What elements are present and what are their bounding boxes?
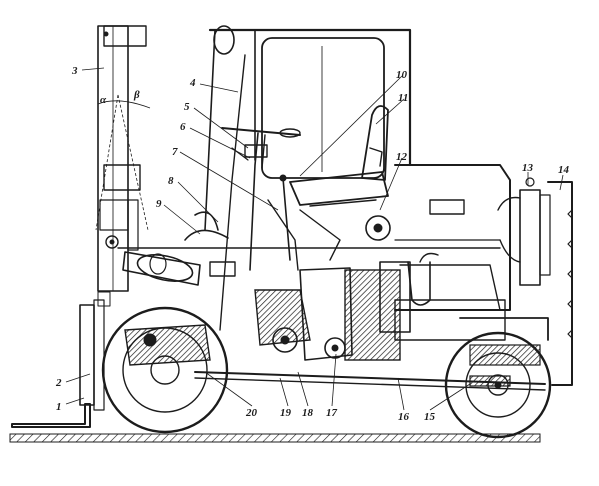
tilt-cylinder — [122, 251, 201, 286]
callout-2: 2 — [55, 377, 62, 389]
cab — [204, 25, 412, 331]
callout-11: 11 — [398, 92, 408, 104]
callout-13: 13 — [522, 162, 534, 174]
fork — [11, 291, 111, 428]
engine — [344, 252, 506, 361]
callout-20: 20 — [245, 407, 258, 419]
callout-17: 17 — [326, 407, 338, 419]
callout-5: 5 — [184, 101, 190, 113]
callout-18: 18 — [302, 407, 314, 419]
beta-label: β — [133, 89, 140, 101]
callout-19: 19 — [280, 407, 292, 419]
tilt-angles: α β — [95, 89, 151, 231]
drive-shaft — [194, 371, 546, 391]
callout-leaders — [65, 67, 564, 411]
body — [117, 164, 511, 311]
callout-3: 3 — [71, 65, 78, 77]
seat — [289, 105, 391, 241]
radiator — [497, 177, 551, 286]
rear-wheel — [444, 317, 552, 439]
front-wheel — [101, 306, 229, 434]
callout-15: 15 — [424, 411, 436, 423]
callout-labels: 1 2 3 4 5 6 7 8 9 10 11 12 13 14 15 16 1… — [55, 65, 570, 423]
mast — [97, 25, 147, 292]
callout-12: 12 — [396, 151, 408, 163]
callout-16: 16 — [398, 411, 410, 423]
callout-10: 10 — [396, 69, 408, 81]
counterweight — [547, 181, 573, 386]
callout-6: 6 — [180, 121, 186, 133]
transmission — [209, 261, 353, 361]
alpha-label: α — [100, 94, 107, 106]
ground-line — [9, 433, 541, 443]
callout-7: 7 — [172, 146, 178, 158]
callout-14: 14 — [558, 164, 570, 176]
callout-1: 1 — [56, 401, 62, 413]
callout-4: 4 — [189, 77, 196, 89]
control-levers — [184, 174, 341, 271]
callout-9: 9 — [156, 198, 162, 210]
callout-8: 8 — [168, 175, 174, 187]
